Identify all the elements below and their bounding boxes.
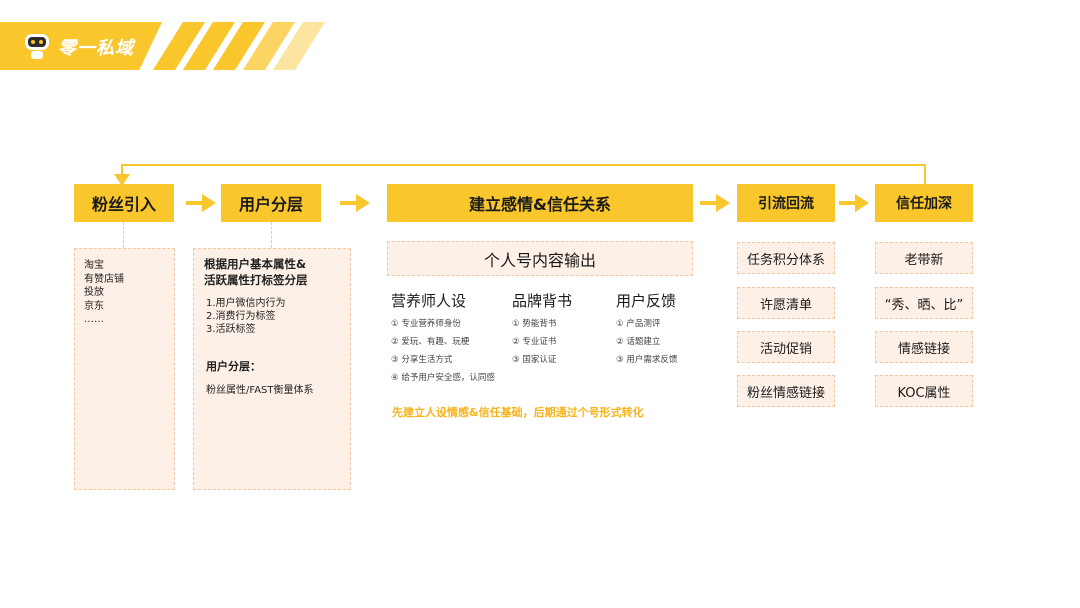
sources-list: 淘宝 有赞店铺 投放 京东 …… <box>84 259 124 327</box>
drainage-item: 粉丝情感链接 <box>737 375 835 407</box>
step-drainage: 引流回流 <box>737 184 835 222</box>
drainage-item: 任务积分体系 <box>737 242 835 274</box>
segmentation-system: 粉丝属性/FAST衡量体系 <box>206 385 314 396</box>
strategy-note: 先建立人设情感&信任基础，后期通过个号形式转化 <box>392 406 644 419</box>
column-item: ① 产品测评 <box>616 319 661 329</box>
loop-back-line <box>121 164 926 186</box>
segmentation-item: 1.用户微信内行为 <box>206 298 286 309</box>
drainage-item: 活动促销 <box>737 331 835 363</box>
column-item: ③ 分享生活方式 <box>391 355 453 365</box>
sources-panel <box>74 248 175 490</box>
robot-logo-icon <box>25 34 49 59</box>
column-item: ① 专业营养师身份 <box>391 319 461 329</box>
segmentation-title-line: 活跃属性打标签分层 <box>204 273 308 287</box>
source-item: …… <box>84 314 104 325</box>
column-item: ③ 用户需求反馈 <box>616 355 678 365</box>
drainage-item: 许愿清单 <box>737 287 835 319</box>
column-list: ① 产品测评 ② 话题建立 ③ 用户需求反馈 <box>616 315 677 369</box>
header-banner: 零一私域 <box>0 22 330 70</box>
source-item: 投放 <box>84 287 104 298</box>
brand-name: 零一私域 <box>58 38 134 59</box>
column-item: ② 专业证书 <box>512 337 557 347</box>
content-output-banner: 个人号内容输出 <box>387 241 693 276</box>
column-item: ② 爱玩、有趣、玩梗 <box>391 337 470 347</box>
right-arrow-icon <box>839 194 869 212</box>
connector-line <box>271 222 272 248</box>
deepen-item: 情感链接 <box>875 331 973 363</box>
segmentation-panel <box>193 248 351 490</box>
step-fan-intro: 粉丝引入 <box>74 184 174 222</box>
column-list: ① 专业营养师身份 ② 爱玩、有趣、玩梗 ③ 分享生活方式 ④ 给予用户安全感，… <box>391 315 495 387</box>
column-item: ③ 国家认证 <box>512 355 557 365</box>
column-title: 用户反馈 <box>616 292 677 310</box>
step-user-segmentation: 用户分层 <box>221 184 321 222</box>
segmentation-title: 根据用户基本属性& 活跃属性打标签分层 <box>204 256 308 288</box>
source-item: 京东 <box>84 300 104 312</box>
step-build-trust: 建立感情&信任关系 <box>387 184 693 222</box>
right-arrow-icon <box>340 194 370 212</box>
source-item: 淘宝 <box>84 260 104 271</box>
column-title: 品牌背书 <box>512 292 573 310</box>
deepen-item: 老带新 <box>875 242 973 274</box>
column-item: ② 话题建立 <box>616 337 661 347</box>
column-title: 营养师人设 <box>391 292 467 310</box>
segmentation-subtitle: 用户分层： <box>206 360 261 373</box>
column-list: ① 势能背书 ② 专业证书 ③ 国家认证 <box>512 315 556 369</box>
source-item: 有赞店铺 <box>84 273 124 285</box>
right-arrow-icon <box>186 194 216 212</box>
connector-line <box>123 222 124 248</box>
segmentation-list: 1.用户微信内行为 2.消费行为标签 3.活跃标签 <box>206 297 286 336</box>
deepen-item: “秀、晒、比” <box>875 287 973 319</box>
loop-back-arrow-icon <box>114 174 130 186</box>
column-item: ④ 给予用户安全感，认同感 <box>391 373 495 383</box>
step-deepen-trust: 信任加深 <box>875 184 973 222</box>
segmentation-title-line: 根据用户基本属性& <box>204 257 307 271</box>
segmentation-item: 3.活跃标签 <box>206 324 256 335</box>
segmentation-item: 2.消费行为标签 <box>206 311 276 322</box>
deepen-item: KOC属性 <box>875 375 973 407</box>
right-arrow-icon <box>700 194 730 212</box>
column-item: ① 势能背书 <box>512 319 557 329</box>
